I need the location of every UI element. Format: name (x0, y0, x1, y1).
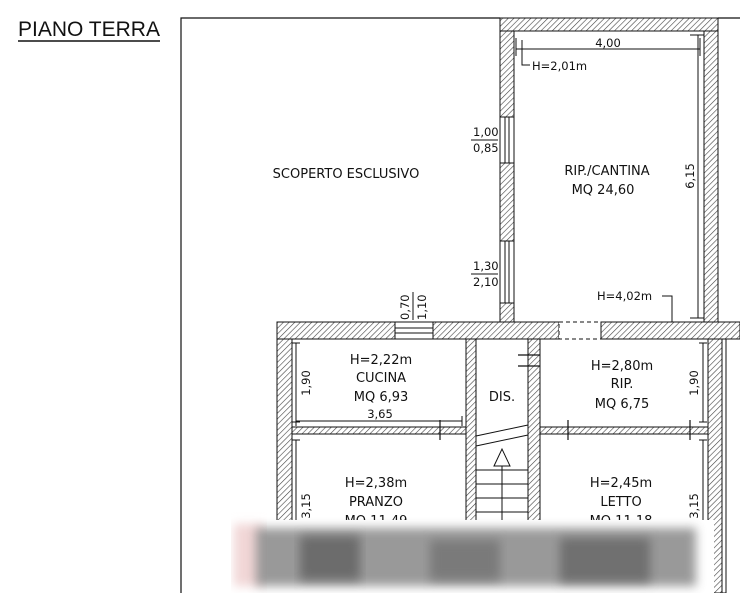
door-markers (439, 354, 691, 440)
cantina-area: MQ 24,60 (572, 183, 635, 198)
cantina-depth-dimension (690, 34, 704, 319)
rip-name: RIP. (611, 377, 634, 392)
window1-top-dim: 1,00 (473, 125, 499, 139)
cucina-height: H=2,22m (350, 353, 412, 368)
window1-bottom-dim: 0,85 (473, 141, 499, 155)
cucina-name: CUCINA (356, 371, 406, 386)
stair-arrow-icon (493, 447, 511, 467)
kitchen-window-dim-b: 1,10 (415, 294, 429, 320)
letto-height: H=2,45m (590, 476, 652, 491)
pranzo-height: H=2,38m (345, 476, 407, 491)
cucina-width-dimension (295, 416, 463, 426)
cantina-width-dimension (515, 38, 701, 56)
plan-title: PIANO TERRA (18, 18, 160, 41)
cucina-area: MQ 6,93 (354, 390, 409, 405)
cantina-depth-label: 6,15 (683, 163, 697, 189)
cantina-walls (499, 17, 719, 324)
rip-height: H=2,80m (591, 359, 653, 374)
cantina-height-bottom-leader (662, 295, 673, 322)
blurred-region (234, 520, 714, 593)
cucina-width-label: 3,65 (367, 407, 393, 421)
dis-label: DIS. (489, 390, 515, 405)
cantina-window-1 (499, 116, 515, 164)
cantina-name: RIP./CANTINA (564, 164, 649, 179)
cantina-width-label: 4,00 (595, 36, 621, 50)
cantina-window-2 (499, 240, 515, 304)
scoperto-boundary (180, 17, 500, 593)
cantina-height-bottom: H=4,02m (597, 289, 652, 303)
rip-depth-label: 1,90 (687, 370, 701, 396)
letto-name: LETTO (600, 495, 641, 510)
cucina-depth-label: 1,90 (299, 370, 313, 396)
cantina-height-leader (521, 40, 530, 66)
cantina-height-top: H=2,01m (532, 59, 587, 73)
letto-depth-label: 3,15 (687, 493, 701, 519)
pranzo-depth-label: 3,15 (299, 493, 313, 519)
pranzo-name: PRANZO (349, 495, 403, 510)
scoperto-label: SCOPERTO ESCLUSIVO (273, 167, 420, 182)
rip-depth-dimension (699, 342, 707, 423)
window2-bottom-dim: 2,10 (473, 275, 499, 289)
window2-top-dim: 1,30 (473, 259, 499, 273)
kitchen-window-dim-a: 0,70 (398, 294, 412, 320)
rip-area: MQ 6,75 (595, 397, 650, 412)
